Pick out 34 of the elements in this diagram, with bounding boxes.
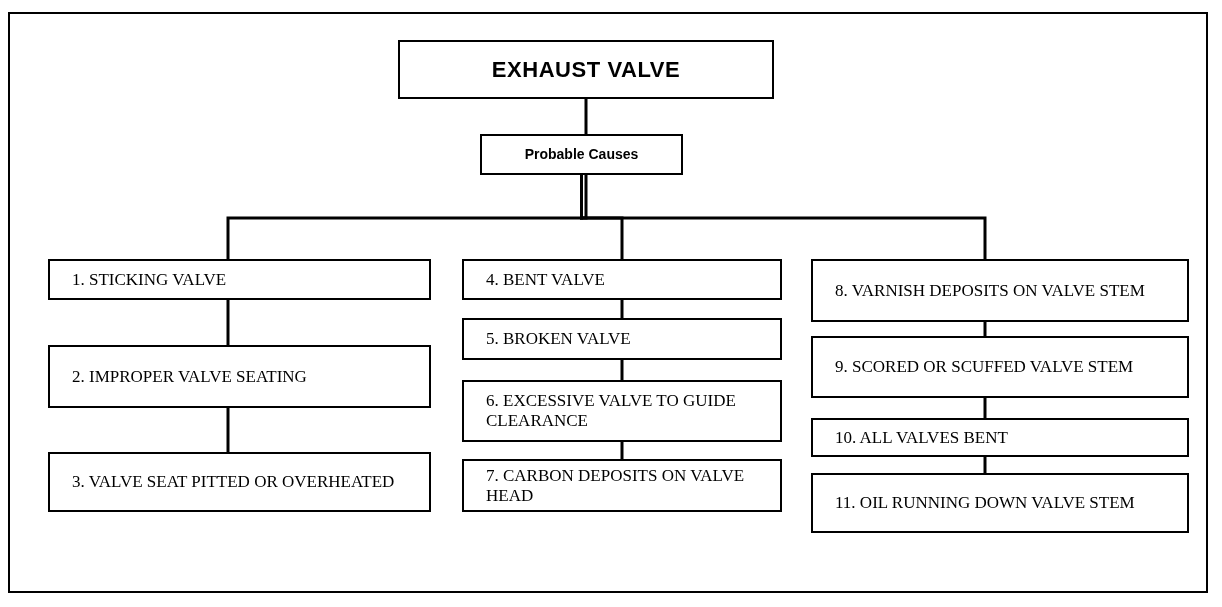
cause-text: 9. SCORED OR SCUFFED VALVE STEM [835, 357, 1134, 377]
cause-text: 5. BROKEN VALVE [486, 329, 631, 349]
cause-text: 8. VARNISH DEPOSITS ON VALVE STEM [835, 280, 1145, 301]
connector-line [620, 300, 624, 318]
connector-line [983, 398, 987, 418]
connector-line [226, 300, 230, 345]
title-box [398, 40, 774, 99]
connector-line [983, 457, 987, 473]
cause-box [48, 345, 431, 408]
cause-box [48, 452, 431, 512]
connector-line [620, 360, 624, 380]
cause-text: 10. ALL VALVES BENT [835, 427, 1008, 448]
title-text: EXHAUST VALVE [491, 56, 681, 84]
cause-box [811, 418, 1189, 457]
cause-text: 11. OIL RUNNING DOWN VALVE STEM [835, 493, 1135, 513]
cause-box [462, 380, 782, 442]
cause-text: 4. BENT VALVE [486, 269, 605, 290]
cause-box [462, 318, 782, 360]
cause-text: 3. VALVE SEAT PITTED OR OVERHEATED [72, 472, 395, 492]
cause-box [811, 336, 1189, 398]
cause-box [811, 259, 1189, 322]
cause-text: 6. EXCESSIVE VALVE TO GUIDE CLEARANCE [486, 391, 737, 431]
connector-line [620, 442, 624, 459]
cause-text: 7. CARBON DEPOSITS ON VALVE HEAD [486, 465, 746, 506]
connector-line [226, 408, 230, 452]
subtitle-text: Probable Causes [524, 145, 639, 164]
cause-text: 2. IMPROPER VALVE SEATING [72, 366, 307, 387]
cause-box [462, 259, 782, 300]
cause-box [811, 473, 1189, 533]
label-box [480, 134, 683, 175]
cause-box [48, 259, 431, 300]
cause-box [462, 459, 782, 512]
connector-line [983, 322, 987, 336]
cause-text: 1. STICKING VALVE [72, 269, 227, 290]
